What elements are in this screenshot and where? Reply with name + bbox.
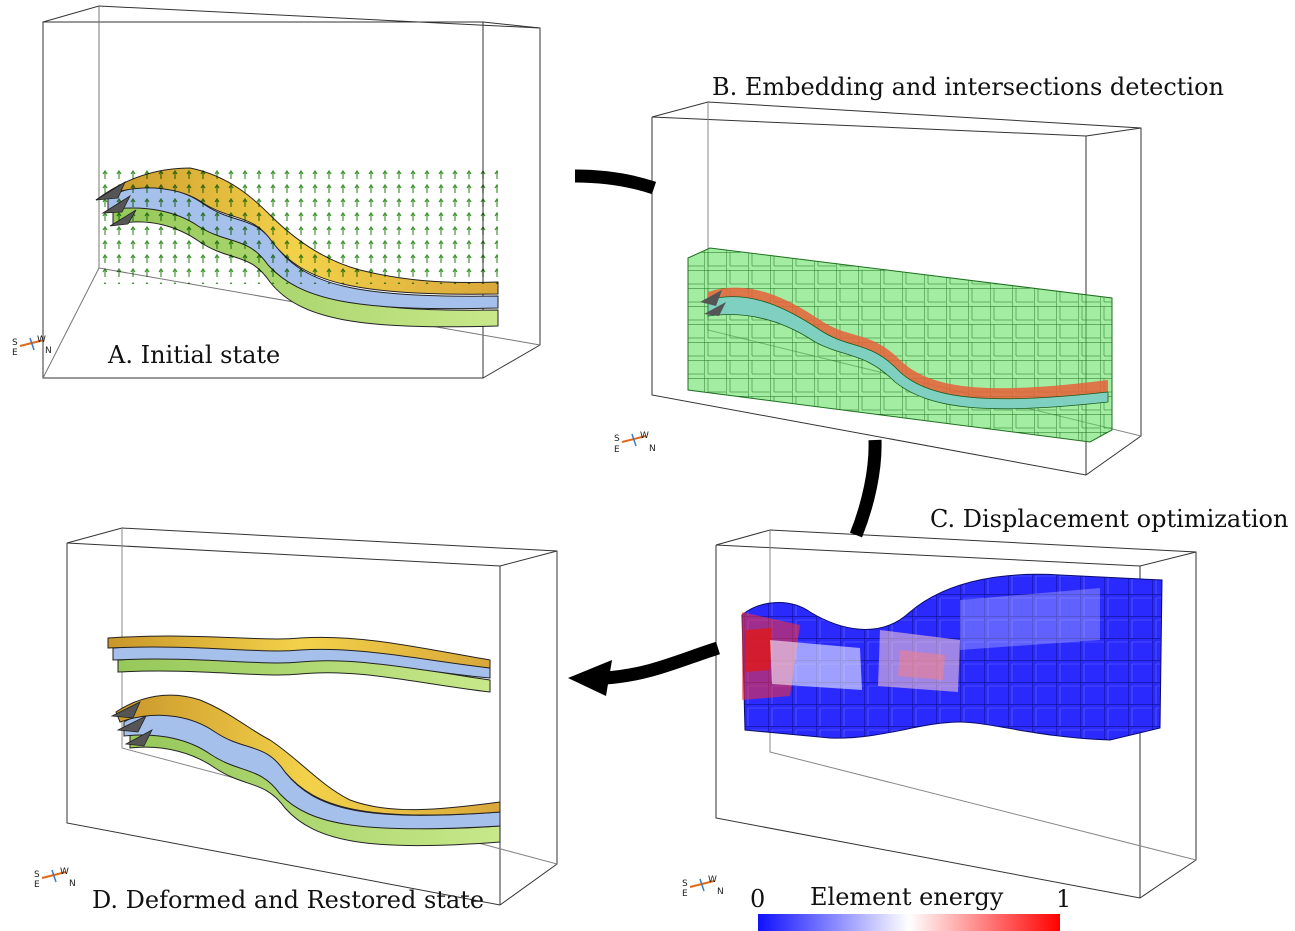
compass-e-a: E (12, 348, 18, 358)
compass-n-a: N (45, 346, 52, 356)
panel-a: A. Initial state S E W N (12, 5, 541, 379)
colorbar-title: Element energy (810, 883, 1004, 911)
energy-colorbar: 0 Element energy 1 (750, 883, 1071, 931)
compass-e-d: E (34, 880, 40, 890)
panel-d: D. Deformed and Restored state S E W N (34, 527, 558, 914)
compass-s-c: S (682, 879, 688, 889)
colorbar-min-label: 0 (750, 885, 765, 913)
compass-e-c: E (682, 889, 688, 899)
deformed-horizons-d (110, 694, 501, 847)
panel-c-label: C. Displacement optimization (930, 505, 1288, 533)
compass-w-b: W (640, 431, 649, 441)
deformed-mesh-c (741, 573, 1163, 741)
horizons-a (95, 167, 499, 328)
colorbar-max-label: 1 (1056, 885, 1071, 913)
panel-d-label: D. Deformed and Restored state (92, 886, 484, 914)
colorbar-gradient (758, 914, 1060, 931)
compass-w-c: W (708, 875, 717, 885)
panel-b: B. Embedding and intersections detection… (614, 73, 1224, 476)
arrow-a-to-b (574, 169, 657, 195)
compass-w-a: W (37, 335, 46, 345)
compass-a: S E W N (12, 335, 52, 358)
arrow-b-to-c (849, 439, 882, 538)
compass-s-a: S (12, 338, 18, 348)
panel-c: C. Displacement optimization S E W N (682, 505, 1288, 899)
workflow-arrows (568, 169, 882, 696)
compass-n-c: N (717, 887, 724, 897)
compass-w-d: W (60, 867, 69, 877)
compass-e-b: E (614, 445, 620, 455)
compass-c: S E W N (682, 875, 724, 899)
bounding-box-d (66, 527, 558, 906)
panel-b-label: B. Embedding and intersections detection (712, 73, 1224, 101)
arrow-c-to-d (568, 641, 720, 696)
compass-n-b: N (649, 444, 656, 454)
compass-s-d: S (34, 870, 40, 880)
embedding-grid-b (687, 247, 1113, 443)
compass-d: S E W N (34, 867, 76, 890)
panel-a-label: A. Initial state (107, 341, 280, 369)
restored-horizons-d (107, 635, 491, 693)
compass-n-d: N (69, 879, 76, 889)
compass-s-b: S (614, 434, 620, 444)
compass-b: S E W N (614, 431, 656, 455)
